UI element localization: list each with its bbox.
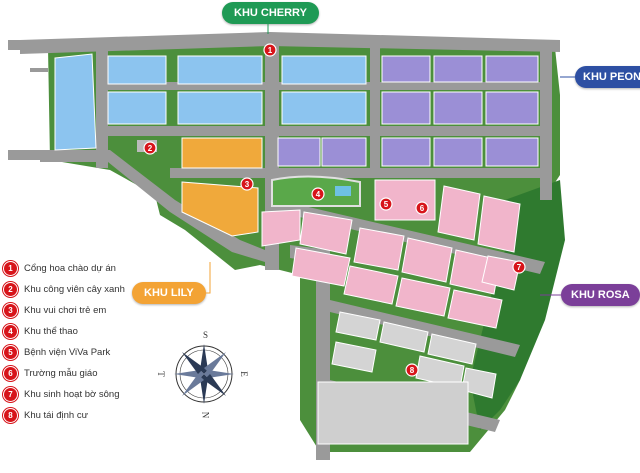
peony-block (433, 55, 483, 83)
rosa-block (343, 265, 399, 305)
legend-item: 7 Khu sinh hoạt bờ sông (4, 384, 154, 405)
legend-label: Khu công viên cây xanh (24, 284, 125, 295)
cherry-block (281, 55, 367, 85)
legend-label: Khu sinh hoạt bờ sông (24, 389, 120, 400)
rosa-block (481, 255, 521, 291)
legend-label: Cổng hoa chào dự án (24, 263, 116, 274)
zone-tag-cherry: KHU CHERRY (222, 2, 319, 24)
riverside-park (470, 180, 565, 430)
poi-marker-circle (311, 187, 325, 201)
peony-block (433, 91, 483, 125)
poi-marker-circle (379, 197, 393, 211)
legend-label: Khu tái định cư (24, 410, 88, 421)
legend-item: 3 Khu vui chơi trẻ em (4, 300, 154, 321)
legend-item: 2 Khu công viên cây xanh (4, 279, 154, 300)
cherry-block (107, 91, 167, 125)
legend-marker: 8 (4, 409, 17, 422)
legend-item: 4 Khu thể thao (4, 321, 154, 342)
poi-marker-circle (405, 363, 419, 377)
poi-marker-number: 2 (148, 144, 153, 153)
legend-marker: 4 (4, 325, 17, 338)
poi-marker-number: 1 (268, 46, 273, 55)
peony-block (485, 137, 539, 167)
resettlement-block (335, 311, 381, 341)
resettlement-block (331, 341, 377, 373)
legend-item: 1 Cổng hoa chào dự án (4, 258, 154, 279)
peony-block (321, 137, 367, 167)
poi-marker-number: 3 (245, 180, 250, 189)
legend-label: Khu thể thao (24, 326, 78, 337)
poi-marker-circle (512, 260, 526, 274)
poi-marker-4: 4 (311, 187, 325, 201)
legend-marker: 1 (4, 262, 17, 275)
poi-marker-8: 8 (405, 363, 419, 377)
peony-block (433, 137, 483, 167)
compass-south-label: S (203, 330, 209, 340)
poi-marker-7: 7 (512, 260, 526, 274)
rosa-block (299, 211, 353, 255)
cherry-block (281, 91, 367, 125)
poi-marker-6: 6 (415, 201, 429, 215)
poi-markers: 1 2 3 4 5 6 7 8 (143, 43, 526, 377)
rosa-block (401, 237, 453, 283)
legend-item: 8 Khu tái định cư (4, 405, 154, 426)
peony-block (381, 137, 431, 167)
cherry-block (54, 53, 97, 151)
poi-marker-number: 4 (316, 190, 321, 199)
poi-marker-number: 5 (384, 200, 389, 209)
cherry-block (177, 91, 263, 125)
zone-tag-lily: KHU LILY (132, 282, 206, 304)
cherry-zone-blocks (54, 53, 367, 151)
poi-marker-3: 3 (240, 177, 254, 191)
compass-rose (174, 344, 234, 404)
legend-label: Bệnh viện ViVa Park (24, 347, 111, 358)
poi-marker-2: 2 (143, 141, 157, 155)
legend-marker: 6 (4, 367, 17, 380)
pool (335, 186, 351, 196)
rosa-block (477, 195, 521, 253)
poi-marker-circle (415, 201, 429, 215)
legend-label: Trường mẫu giáo (24, 368, 98, 379)
poi-marker-circle (240, 177, 254, 191)
poi-marker-number: 8 (410, 366, 415, 375)
map-legend: 1 Cổng hoa chào dự án 2 Khu công viên cây … (4, 258, 154, 426)
lily-zone-blocks (181, 137, 263, 237)
resettlement-block (427, 333, 477, 365)
peony-block (277, 137, 321, 167)
legend-item: 6 Trường mẫu giáo (4, 363, 154, 384)
legend-marker: 7 (4, 388, 17, 401)
poi-marker-number: 6 (420, 204, 425, 213)
legend-marker: 5 (4, 346, 17, 359)
peony-zone-blocks (277, 55, 539, 167)
poi-marker-5: 5 (379, 197, 393, 211)
rosa-block (395, 277, 451, 317)
peony-block (485, 91, 539, 125)
zone-tag-rosa: KHU ROSA (561, 284, 640, 306)
rosa-block (437, 185, 481, 241)
poi-marker-number: 7 (517, 263, 522, 272)
legend-item: 5 Bệnh viện ViVa Park (4, 342, 154, 363)
legend-marker: 3 (4, 304, 17, 317)
southern-facility (317, 381, 469, 445)
rosa-block (291, 247, 351, 287)
lily-block (181, 137, 263, 169)
legend-label: Khu vui chơi trẻ em (24, 305, 107, 316)
cherry-block (177, 55, 263, 85)
resettlement-block (379, 321, 429, 353)
zone-tag-peony: KHU PEONY (575, 66, 640, 88)
rosa-block (447, 289, 503, 329)
poi-marker-circle (263, 43, 277, 57)
legend-marker: 2 (4, 283, 17, 296)
poi-marker-circle (143, 141, 157, 155)
rosa-block (353, 227, 405, 271)
peony-block (381, 91, 431, 125)
rosa-zone-blocks (261, 185, 521, 329)
peony-block (381, 55, 431, 83)
peony-block (485, 55, 539, 83)
cherry-block (107, 55, 167, 85)
poi-marker-1: 1 (263, 43, 277, 57)
